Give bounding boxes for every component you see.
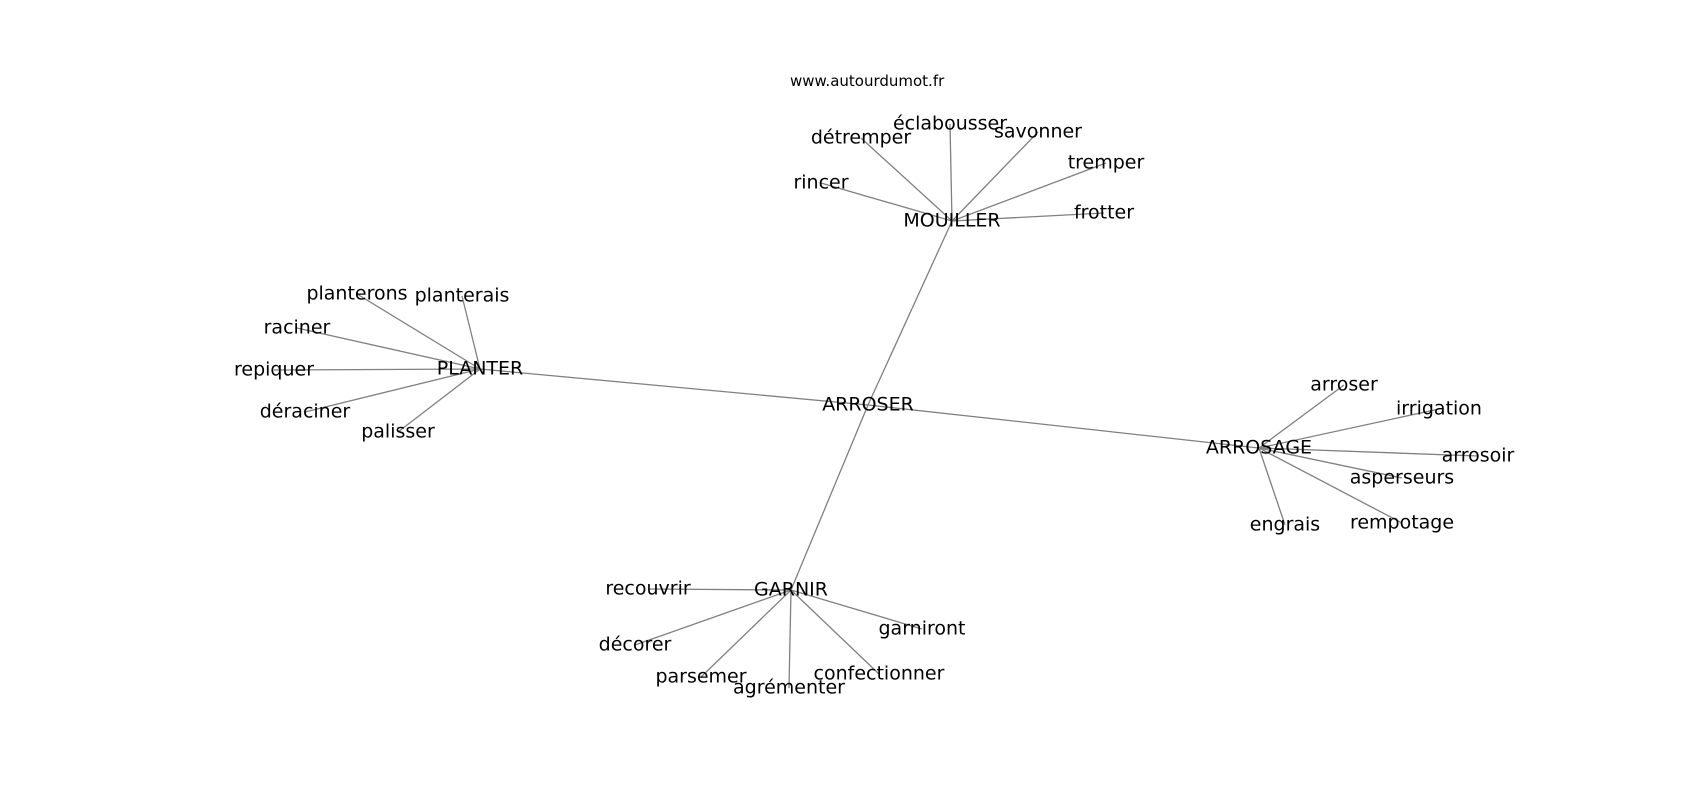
node-savonner[interactable]: savonner <box>994 121 1082 143</box>
edge-garnir-confectionner <box>790 589 880 675</box>
edge-garnir-garniront <box>790 589 923 630</box>
edge-planter-planterons <box>356 293 481 370</box>
edge-planter-raciner <box>296 327 481 370</box>
edges-layer <box>273 123 1479 689</box>
node-planterais[interactable]: planterais <box>415 285 510 307</box>
node-arroser[interactable]: ARROSER <box>822 394 914 416</box>
source-url: www.autourdumot.fr <box>790 72 945 90</box>
edge-arroser-arrosage <box>867 404 1260 449</box>
edge-mouiller-savonner <box>951 131 1039 222</box>
node-asperseurs[interactable]: asperseurs <box>1350 467 1454 489</box>
edge-arroser-mouiller <box>867 220 953 406</box>
node-detremper[interactable]: détremper <box>811 127 912 149</box>
node-garniront[interactable]: garniront <box>878 618 965 640</box>
edge-mouiller-rincer <box>820 182 953 222</box>
edge-arrosage-irrigation <box>1258 408 1440 449</box>
edge-arroser-garnir <box>790 404 869 591</box>
node-planter[interactable]: PLANTER <box>437 358 524 380</box>
node-eclabousser[interactable]: éclabousser <box>893 113 1007 135</box>
edge-arrosage-engrais <box>1258 447 1286 526</box>
node-agrementer[interactable]: agrémenter <box>733 677 845 699</box>
edge-mouiller-frotter <box>951 212 1105 222</box>
edge-planter-deraciner <box>304 368 481 413</box>
node-tremper[interactable]: tremper <box>1068 152 1145 174</box>
node-garnir[interactable]: GARNIR <box>754 579 828 601</box>
edge-arrosage-asperseurs <box>1258 447 1403 479</box>
node-planterons[interactable]: planterons <box>306 283 407 305</box>
node-repiquer[interactable]: repiquer <box>234 359 314 381</box>
node-raciner[interactable]: raciner <box>264 317 331 339</box>
edge-garnir-agrementer <box>788 589 792 689</box>
node-recouvrir[interactable]: recouvrir <box>605 578 691 600</box>
node-arrosoir[interactable]: arrosoir <box>1442 445 1515 467</box>
node-parsemer[interactable]: parsemer <box>655 666 746 688</box>
edge-mouiller-tremper <box>951 162 1107 222</box>
edge-garnir-parsemer <box>700 589 792 678</box>
node-palisser[interactable]: palisser <box>361 421 435 443</box>
edge-garnir-recouvrir <box>647 588 792 591</box>
edge-arrosage-rempotage <box>1258 447 1403 524</box>
node-rempotage[interactable]: rempotage <box>1350 512 1454 534</box>
node-frotter[interactable]: frotter <box>1074 202 1134 224</box>
edge-planter-planterais <box>461 295 481 370</box>
node-confectionner[interactable]: confectionner <box>814 663 945 685</box>
node-arrosage[interactable]: ARROSAGE <box>1206 437 1312 459</box>
edge-garnir-decorer <box>634 589 792 646</box>
edge-arrosage-arroser <box>1258 384 1345 449</box>
node-deraciner[interactable]: déraciner <box>260 401 351 423</box>
labels-layer: ARROSER MOUILLER PLANTER ARROSAGE GARNIR écla… <box>234 113 1515 699</box>
edge-mouiller-detremper <box>860 137 953 222</box>
edge-arrosage-arrosoir <box>1258 447 1479 457</box>
edge-arroser-planter <box>479 368 869 406</box>
node-irrigation[interactable]: irrigation <box>1396 398 1482 420</box>
node-decorer[interactable]: décorer <box>599 634 672 656</box>
node-engrais[interactable]: engrais <box>1250 514 1320 536</box>
node-arroser[interactable]: arroser <box>1310 374 1378 396</box>
edge-planter-palisser <box>397 368 481 433</box>
node-rincer[interactable]: rincer <box>793 172 848 194</box>
node-mouiller[interactable]: MOUILLER <box>903 210 1000 232</box>
edge-mouiller-eclabousser <box>949 123 953 222</box>
edge-planter-repiquer <box>273 368 481 371</box>
